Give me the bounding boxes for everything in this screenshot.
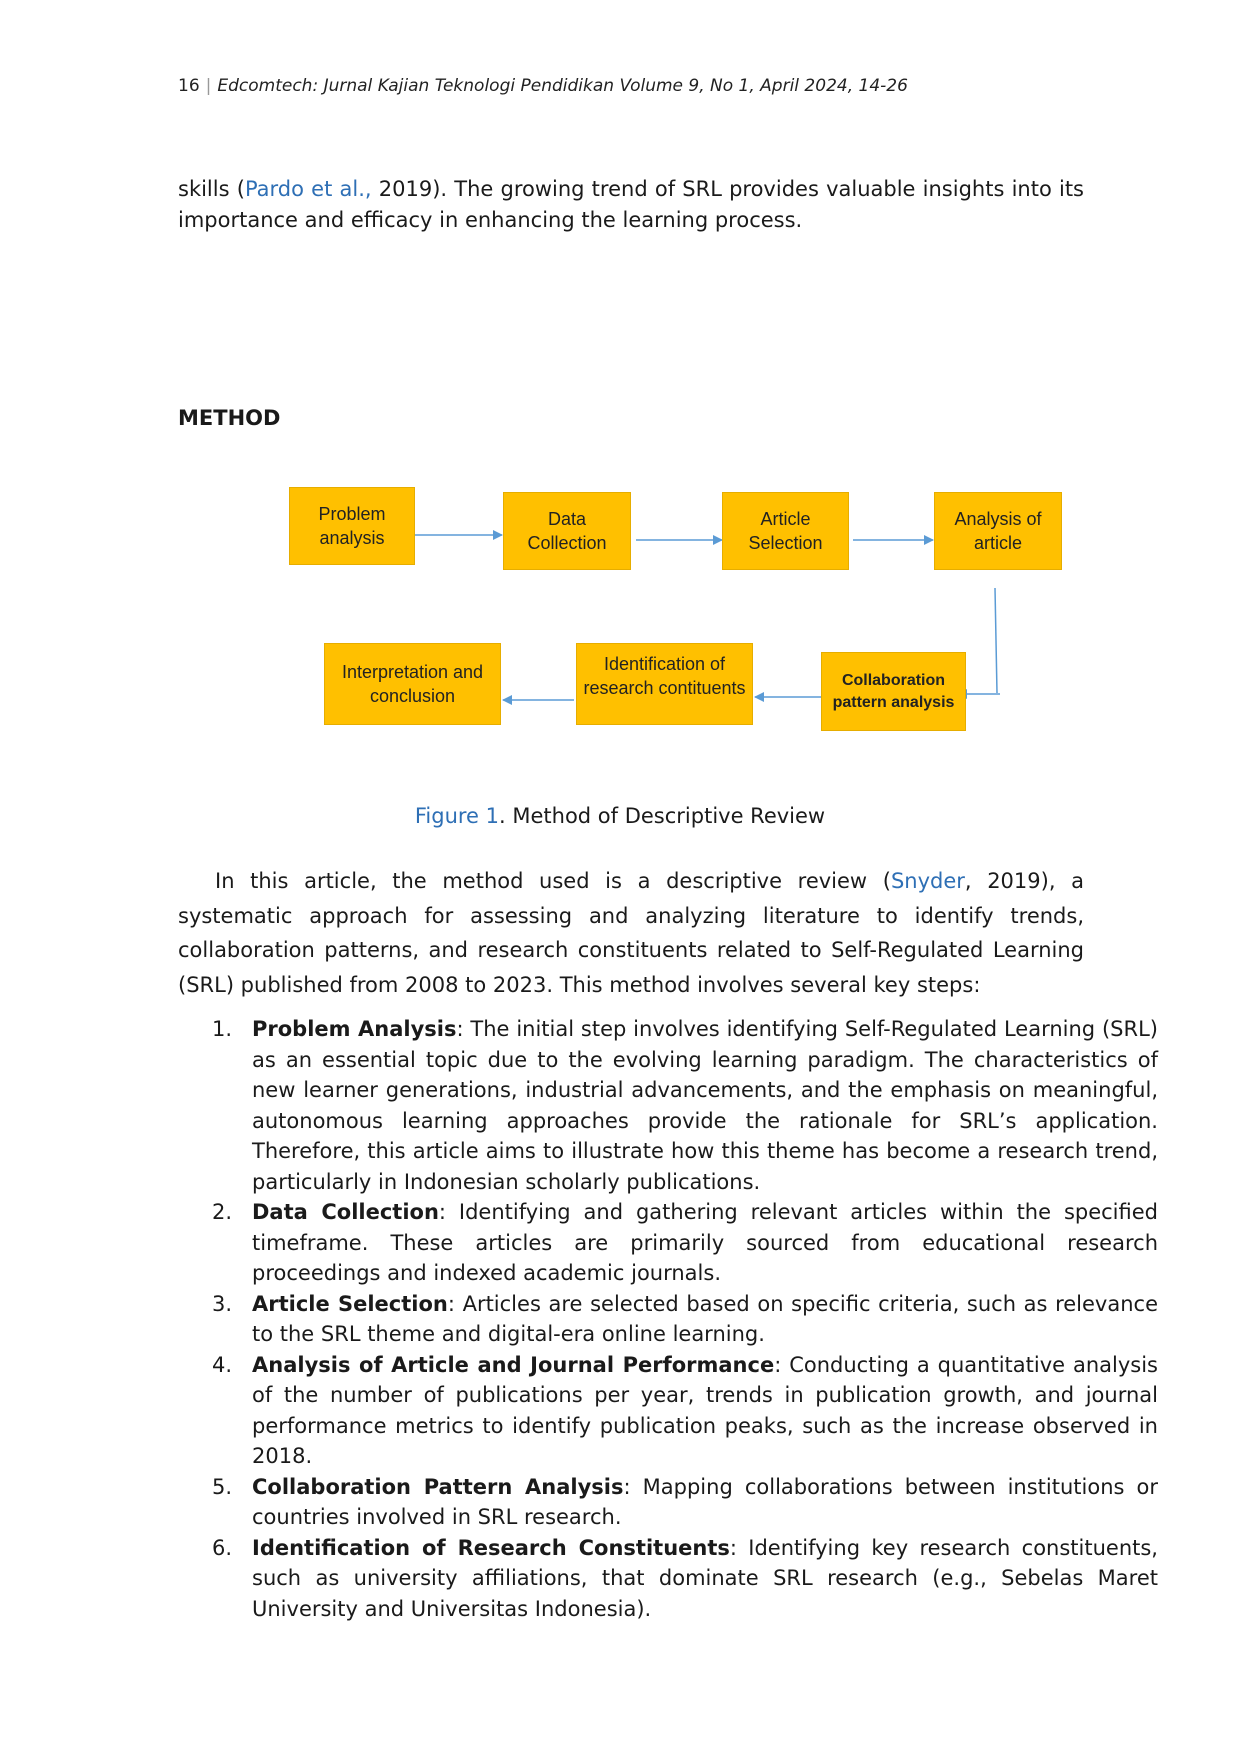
step-text: : Conducting a quantitative analysis of … xyxy=(252,1352,1158,1469)
box-article-selection: Article Selection xyxy=(722,492,849,570)
list-item: 6. Identification of Research Constituent… xyxy=(212,1533,1158,1625)
list-number: 4. xyxy=(212,1352,233,1377)
figure-caption: Figure 1. Method of Descriptive Review xyxy=(0,804,1240,828)
diagram-arrows xyxy=(415,530,1000,705)
step-text: : The initial step involves identifying … xyxy=(252,1017,1158,1194)
box-identification-constituents: Identification of research contituents xyxy=(576,643,753,725)
list-item: 5. Collaboration Pattern Analysis: Mappin… xyxy=(212,1472,1158,1533)
running-header: 16|Edcomtech: Jurnal Kajian Teknologi Pe… xyxy=(178,76,908,96)
step-title: Collaboration Pattern Analysis xyxy=(252,1474,624,1499)
box-analysis-of-article: Analysis of article xyxy=(934,492,1062,570)
box-problem-analysis: Problem analysis xyxy=(289,487,415,565)
list-number: 6. xyxy=(212,1535,233,1560)
step-title: Problem Analysis xyxy=(252,1017,457,1041)
list-number: 2. xyxy=(212,1200,233,1224)
caption-text: . Method of Descriptive Review xyxy=(499,804,826,828)
step-text: : Identifying and gathering relevant art… xyxy=(252,1200,1158,1285)
journal-title: Edcomtech: Jurnal Kajian Teknologi Pendi… xyxy=(217,76,908,96)
steps-list: 1. Problem Analysis: The initial step inv… xyxy=(178,1014,1158,1624)
section-heading: METHOD xyxy=(178,406,281,430)
intro-text-post: 2019). The growing trend of SRL provides… xyxy=(178,177,1085,232)
list-number: 1. xyxy=(212,1017,233,1041)
body-text-pre: In this article, the method used is a de… xyxy=(215,869,891,893)
step-title: Analysis of Article and Journal Performa… xyxy=(252,1352,775,1377)
body-text-post: , 2019), a systematic approach for asses… xyxy=(178,869,1084,997)
step-text: : Mapping collaborations between institu… xyxy=(252,1474,1158,1530)
box-collaboration-pattern: Collaboration pattern analysis xyxy=(821,652,966,731)
step-title: Data Collection xyxy=(252,1200,439,1224)
box-interpretation-conclusion: Interpretation and conclusion xyxy=(324,643,501,725)
citation-link[interactable]: Pardo et al., xyxy=(244,177,372,201)
step-title: Identification of Research Constituents xyxy=(252,1535,730,1560)
list-item: 1. Problem Analysis: The initial step inv… xyxy=(212,1014,1158,1197)
intro-text-pre: skills ( xyxy=(178,177,245,201)
figure-link[interactable]: Figure 1 xyxy=(414,804,500,828)
list-number: 5. xyxy=(212,1474,233,1499)
step-text: : Identifying key research constituents,… xyxy=(252,1535,1158,1621)
list-number: 3. xyxy=(212,1291,233,1316)
step-title: Article Selection xyxy=(252,1291,448,1316)
header-separator: | xyxy=(205,76,212,96)
citation-link[interactable]: Snyder xyxy=(890,869,965,893)
page-number: 16 xyxy=(178,76,200,96)
list-item: 3. Article Selection: Articles are select… xyxy=(212,1289,1158,1350)
list-item: 2. Data Collection: Identifying and gathe… xyxy=(212,1197,1158,1289)
body-paragraph: In this article, the method used is a de… xyxy=(178,864,1084,1002)
box-data-collection: Data Collection xyxy=(503,492,631,570)
method-diagram: Problem analysis Data Collection Article… xyxy=(0,0,1240,760)
intro-paragraph: skills (Pardo et al., 2019). The growing… xyxy=(178,174,1084,236)
step-text: : Articles are selected based on specifi… xyxy=(252,1291,1158,1347)
list-item: 4. Analysis of Article and Journal Perfor… xyxy=(212,1350,1158,1472)
connector-vertical xyxy=(994,587,998,694)
